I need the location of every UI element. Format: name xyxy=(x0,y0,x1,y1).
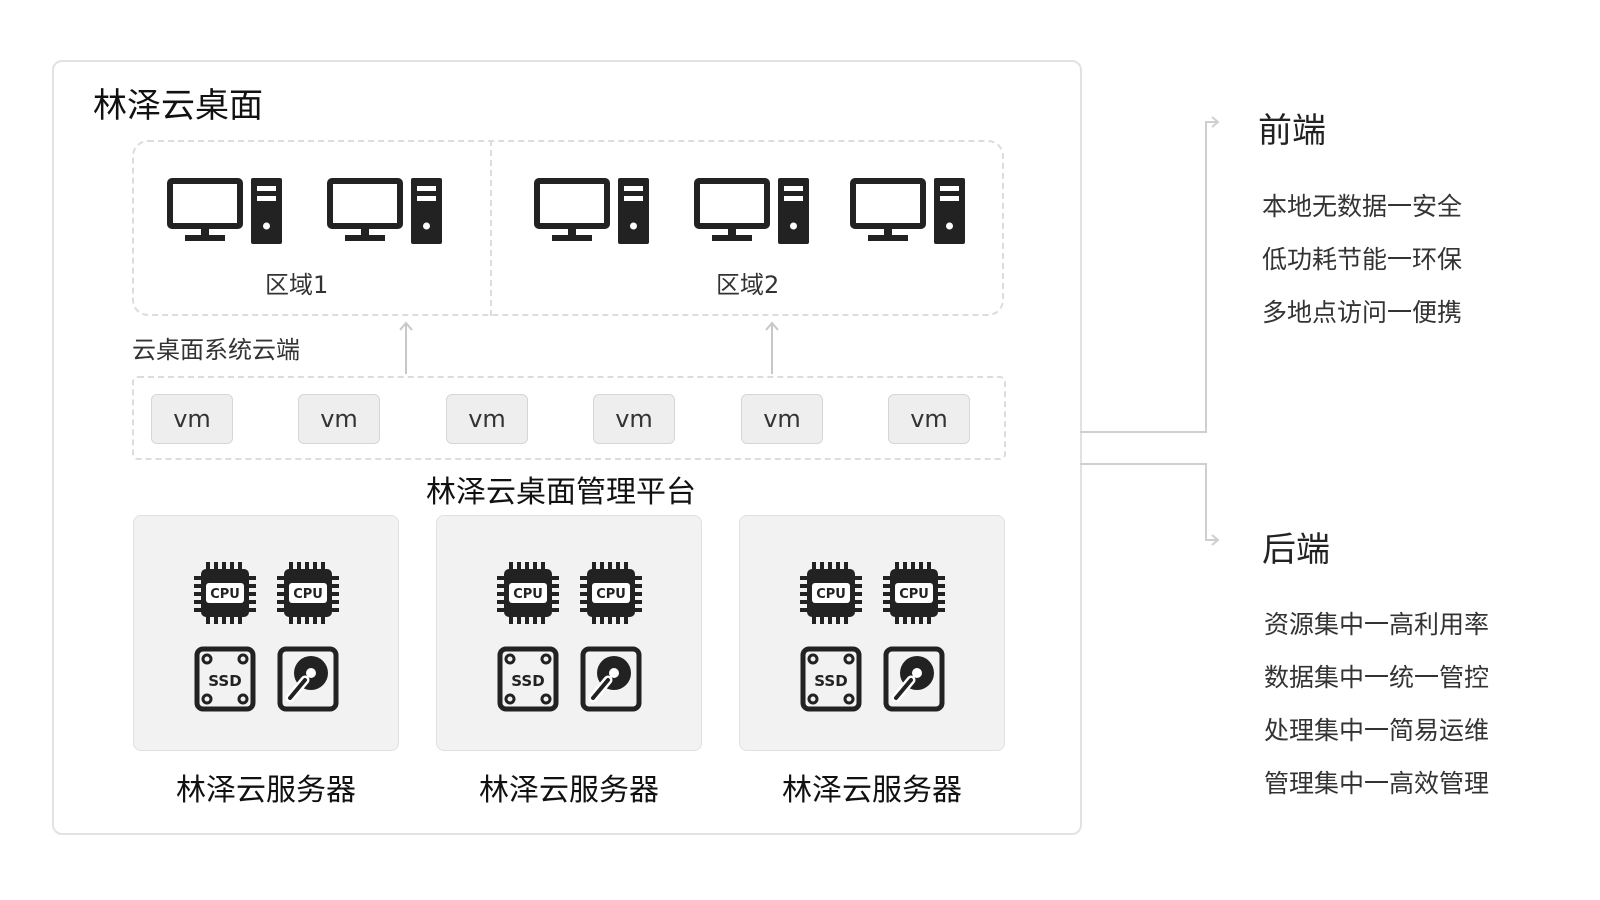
vm-chip: vm xyxy=(741,394,823,444)
vm-chip: vm xyxy=(888,394,970,444)
cloud-side-label: 云桌面系统云端 xyxy=(132,336,300,364)
svg-text:CPU: CPU xyxy=(899,587,929,602)
vm-pool xyxy=(132,376,1006,460)
svg-text:CPU: CPU xyxy=(816,587,846,602)
svg-text:SSD: SSD xyxy=(208,672,241,690)
server-label: 林泽云服务器 xyxy=(479,773,659,808)
vm-chip: vm xyxy=(593,394,675,444)
svg-text:SSD: SSD xyxy=(511,672,544,690)
frontend-item: 本地无数据一安全 xyxy=(1262,192,1463,221)
vm-chip: vm xyxy=(446,394,528,444)
hdd-icon xyxy=(275,646,341,712)
backend-heading: 后端 xyxy=(1262,530,1330,570)
vm-chip: vm xyxy=(151,394,233,444)
frontend-item: 低功耗节能一环保 xyxy=(1262,245,1463,274)
upload-arrows xyxy=(399,321,779,374)
management-platform-label: 林泽云桌面管理平台 xyxy=(426,475,696,510)
hdd-icon xyxy=(578,646,644,712)
zone-label-2: 区域2 xyxy=(716,271,780,299)
zone-divider xyxy=(490,140,492,316)
server-panel xyxy=(133,515,399,751)
backend-item: 资源集中一高利用率 xyxy=(1264,610,1490,639)
connector-lines xyxy=(1080,116,1220,546)
svg-text:SSD: SSD xyxy=(814,672,847,690)
server-panel xyxy=(739,515,1005,751)
cpu-icon: CPU xyxy=(881,560,947,626)
backend-item: 数据集中一统一管控 xyxy=(1264,663,1490,692)
server-label: 林泽云服务器 xyxy=(176,773,356,808)
backend-item: 处理集中一简易运维 xyxy=(1264,716,1490,745)
svg-text:CPU: CPU xyxy=(513,587,543,602)
backend-item: 管理集中一高效管理 xyxy=(1264,769,1490,798)
desktop-pc-icon xyxy=(534,178,652,244)
zone-label-1: 区域1 xyxy=(265,271,329,299)
frontend-heading: 前端 xyxy=(1258,111,1326,151)
cpu-icon: CPU xyxy=(192,560,258,626)
desktop-pc-icon xyxy=(167,178,285,244)
ssd-icon: SSD xyxy=(192,646,258,712)
cloud-desktop-frame xyxy=(52,60,1082,835)
cpu-icon: CPU xyxy=(275,560,341,626)
desktop-pc-icon xyxy=(327,178,445,244)
cpu-icon: CPU xyxy=(578,560,644,626)
vm-chip: vm xyxy=(298,394,380,444)
svg-text:CPU: CPU xyxy=(596,587,626,602)
server-panel xyxy=(436,515,702,751)
desktop-pc-icon xyxy=(694,178,812,244)
cpu-icon: CPU xyxy=(495,560,561,626)
ssd-icon: SSD xyxy=(495,646,561,712)
svg-text:CPU: CPU xyxy=(293,587,323,602)
ssd-icon: SSD xyxy=(798,646,864,712)
svg-text:CPU: CPU xyxy=(210,587,240,602)
desktop-pc-icon xyxy=(850,178,968,244)
frontend-item: 多地点访问一便携 xyxy=(1262,298,1463,327)
hdd-icon xyxy=(881,646,947,712)
server-label: 林泽云服务器 xyxy=(782,773,962,808)
diagram-title: 林泽云桌面 xyxy=(93,86,263,126)
zones-container xyxy=(132,140,1004,316)
cpu-icon: CPU xyxy=(798,560,864,626)
